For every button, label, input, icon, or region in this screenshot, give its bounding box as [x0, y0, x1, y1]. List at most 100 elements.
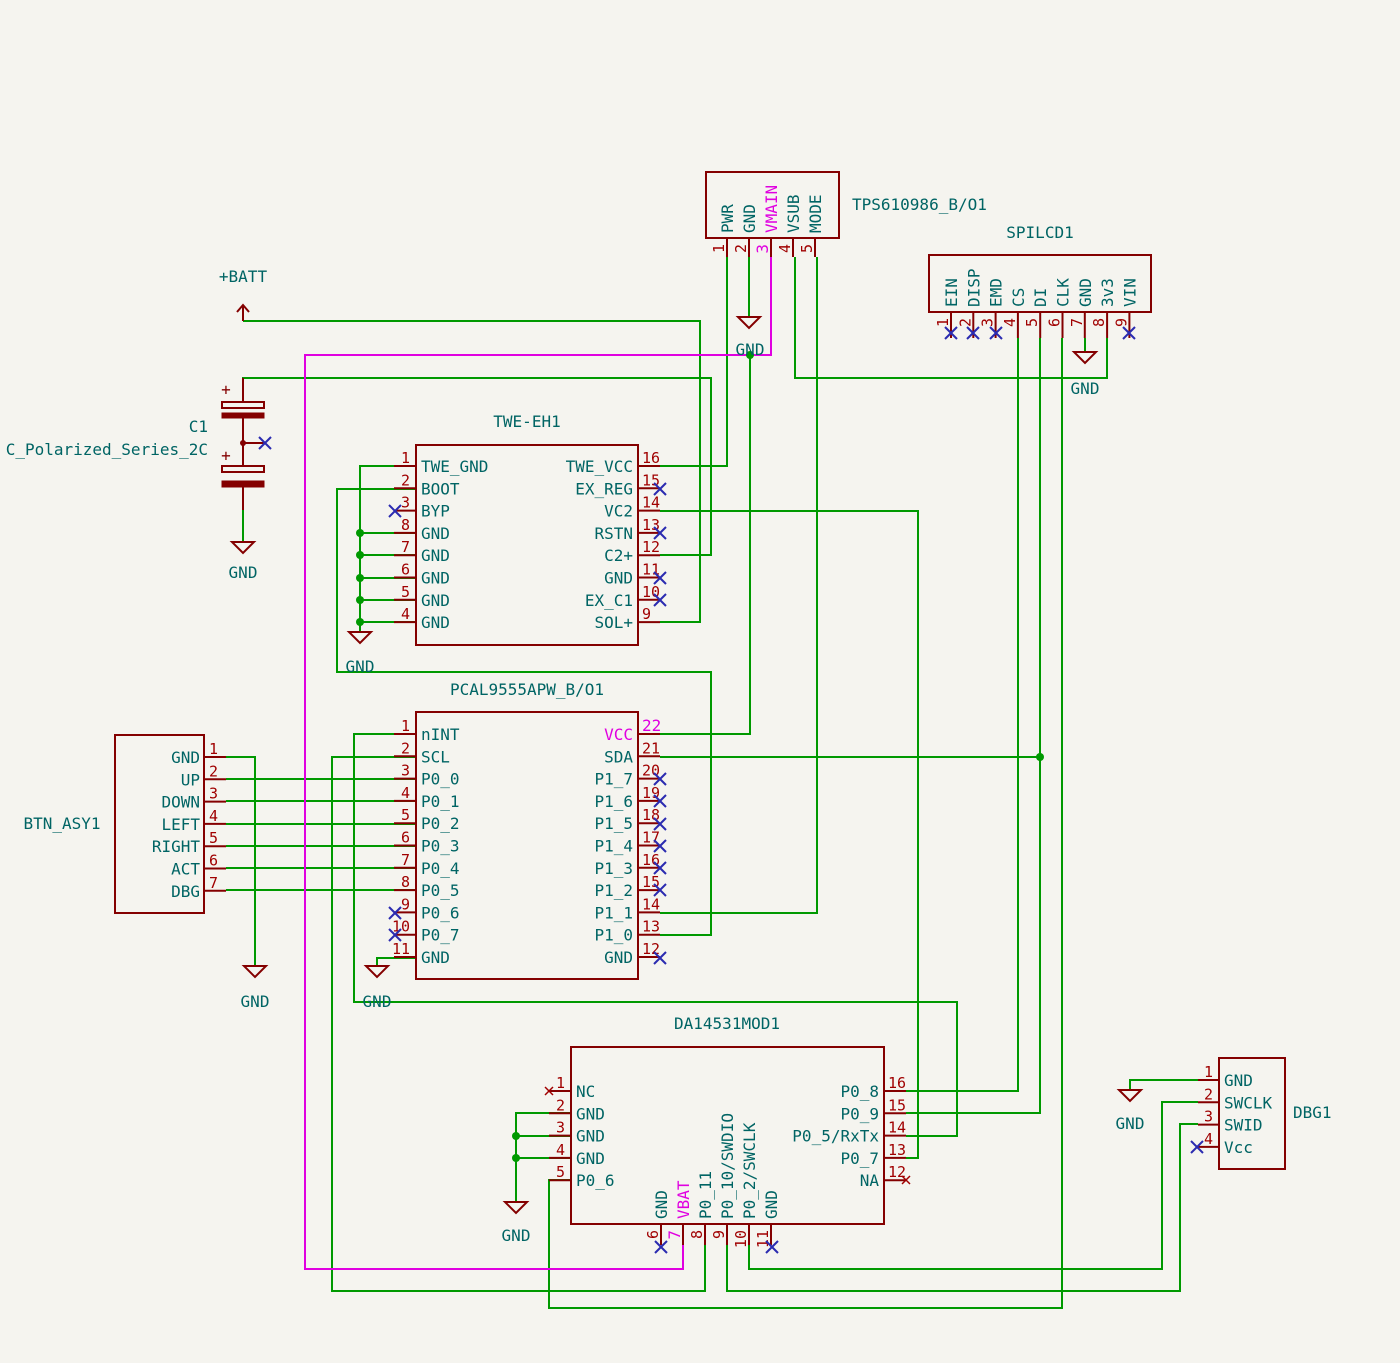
pin-number: 16 — [888, 1074, 906, 1092]
pin-number: 1 — [556, 1074, 565, 1092]
nc-marker-icon — [901, 1175, 911, 1185]
pin-name: VBAT — [674, 1180, 693, 1219]
pin-number: 2 — [401, 739, 410, 757]
batt-symbol: +BATT — [219, 267, 267, 321]
wires — [226, 257, 1198, 1309]
pin-name: GND — [421, 948, 450, 967]
ground-icon — [735, 316, 763, 330]
pin-name: GND — [421, 546, 450, 565]
pin-number: 1 — [401, 717, 410, 735]
ground-icon — [346, 631, 374, 645]
pin-name: P0_2 — [421, 814, 460, 833]
pin-number: 6 — [401, 829, 410, 847]
capacitor-c1: + + C1 C_Polarized_Series_2C — [6, 378, 272, 510]
ground-icon — [241, 965, 269, 979]
pin-number: 22 — [642, 716, 661, 735]
wire-swdio — [726, 1123, 1198, 1292]
pin-name: GND — [604, 569, 633, 588]
connector-spilcd: SPILCD1 1EIN2DISP3EMD4CS5DI6CLK7GND83v39… — [928, 223, 1152, 338]
pin-name: GND — [604, 948, 633, 967]
pin-number: 5 — [401, 583, 410, 601]
pin-name: P0_3 — [421, 837, 460, 856]
pin-number: 4 — [556, 1141, 565, 1159]
pin-number: 1 — [209, 740, 218, 758]
nc-marker-icon — [944, 326, 958, 340]
pin-name: TWE_GND — [421, 457, 488, 476]
pin-name: SCL — [421, 747, 450, 766]
pin-number: 10 — [392, 918, 410, 936]
pin-name: GND — [421, 591, 450, 610]
nc-marker-icon — [388, 906, 402, 920]
pin-name: GND — [576, 1127, 605, 1146]
pin-name: DI — [1031, 288, 1050, 307]
pin-number: 6 — [1046, 318, 1064, 327]
junction — [356, 618, 364, 626]
junction — [1036, 753, 1044, 761]
tps-ref: TPS610986_B/O1 — [852, 195, 987, 214]
pin-name: Vcc — [1224, 1138, 1253, 1157]
pin-number: 4 — [776, 244, 794, 253]
nc-marker-icon — [653, 817, 667, 831]
pin-number: 3 — [979, 318, 997, 327]
pin-number: 2 — [732, 244, 750, 253]
pin-name: EMD — [987, 278, 1006, 307]
svg-text:+: + — [221, 446, 231, 465]
pin-number: 5 — [401, 806, 410, 824]
twe-body — [415, 444, 639, 646]
pin-name: GND — [1224, 1071, 1253, 1090]
pin-name: C2+ — [604, 546, 633, 565]
gnd-label: GND — [1116, 1114, 1145, 1133]
pin-name: RSTN — [594, 524, 633, 543]
btn-ref: BTN_ASY1 — [23, 814, 100, 833]
pin-number: 7 — [401, 851, 410, 869]
pin-name: P0_0 — [421, 770, 460, 789]
pin-name: P0_7 — [421, 926, 460, 945]
tps-body — [705, 171, 840, 239]
ground-icon — [1116, 1089, 1144, 1103]
nc-marker-icon — [653, 526, 667, 540]
wire-mode-p1_1 — [660, 257, 818, 914]
gnd-label: GND — [346, 657, 375, 676]
wire-boot-p1_0 — [336, 488, 712, 936]
nc-marker-icon — [258, 436, 272, 450]
ground-symbols: GND GND GND GND GND GND GND GND — [229, 316, 1145, 1245]
gnd-label: GND — [229, 563, 258, 582]
wire-nint-rxtx — [353, 733, 958, 1137]
pin-number: 7 — [209, 874, 218, 892]
pin-number: 2 — [401, 471, 410, 489]
nc-marker-icon — [653, 593, 667, 607]
pin-number: 3 — [753, 244, 772, 254]
ground-icon — [363, 965, 391, 979]
pin-name: ACT — [171, 860, 200, 879]
pin-number: 8 — [1090, 318, 1108, 327]
pin-name: GND — [762, 1190, 781, 1219]
nc-marker-icon — [989, 326, 1003, 340]
junction — [356, 551, 364, 559]
pin-name: VIN — [1120, 278, 1139, 307]
junction — [356, 574, 364, 582]
wire-batt — [243, 320, 701, 623]
pin-number: 3 — [401, 762, 410, 780]
pin-number: 3 — [556, 1119, 565, 1137]
pin-number: 14 — [642, 895, 660, 913]
pin-name: GND — [421, 524, 450, 543]
wire-swclk — [748, 1101, 1198, 1270]
pin-name: BOOT — [421, 479, 460, 498]
spilcd-ref: SPILCD1 — [1006, 223, 1073, 242]
pcal-ref: PCAL9555APW_B/O1 — [450, 680, 604, 699]
wire-scl-p0_11 — [331, 756, 706, 1292]
pin-number: 16 — [642, 449, 660, 467]
nc-marker-icon — [653, 951, 667, 965]
da-ref: DA14531MOD1 — [674, 1014, 780, 1033]
pin-number: 1 — [710, 244, 728, 253]
pin-name: GND — [421, 569, 450, 588]
pin-number: 3 — [1204, 1108, 1213, 1126]
junction — [512, 1154, 520, 1162]
pin-name: P0_10/SWDIO — [718, 1113, 737, 1219]
pin-name: P0_1 — [421, 792, 460, 811]
pin-name: P0_6 — [576, 1171, 615, 1190]
pin-number: 2 — [556, 1096, 565, 1114]
